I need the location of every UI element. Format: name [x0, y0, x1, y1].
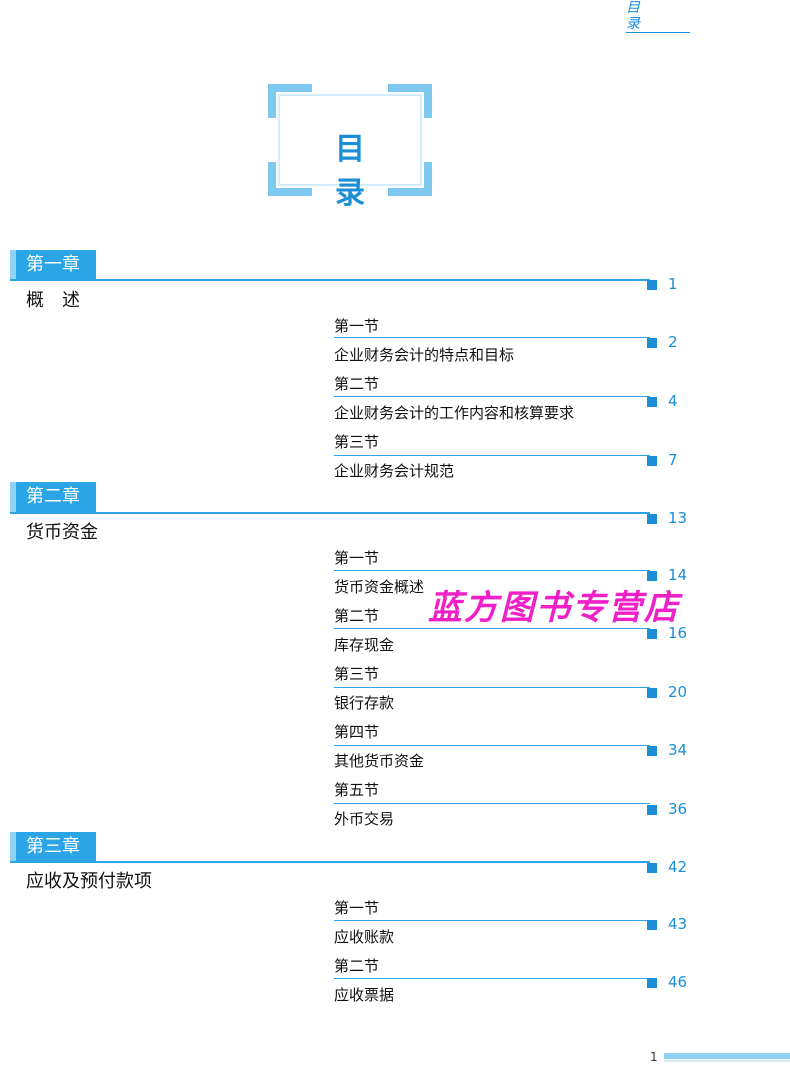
bullet-icon — [647, 688, 657, 698]
page-number: 7 — [668, 451, 678, 469]
section-title: 应收账款 — [334, 928, 395, 946]
section-label: 第一节 — [334, 899, 380, 917]
bullet-icon — [647, 746, 657, 756]
chapter-badge: 第二章 — [10, 482, 96, 512]
page-number: 13 — [668, 509, 688, 527]
page-number: 16 — [668, 624, 688, 642]
page-number: 4 — [668, 392, 678, 410]
section-label: 第四节 — [334, 723, 380, 741]
section-rule — [334, 920, 650, 921]
section-rule — [334, 803, 650, 804]
section-title: 应收票据 — [334, 986, 395, 1004]
section-title: 银行存款 — [334, 694, 395, 712]
page-number: 20 — [668, 683, 688, 701]
bullet-icon — [647, 338, 657, 348]
page-number: 43 — [668, 915, 688, 933]
section-label: 第五节 — [334, 781, 380, 799]
page-number: 14 — [668, 566, 688, 584]
bullet-icon — [647, 920, 657, 930]
section-rule — [334, 396, 650, 397]
chapter-rule — [10, 279, 650, 281]
section-label: 第三节 — [334, 665, 380, 683]
folio-bar — [664, 1060, 790, 1062]
section-rule — [334, 628, 650, 629]
bullet-icon — [647, 571, 657, 581]
chapter-rule — [10, 512, 650, 514]
section-rule — [334, 455, 650, 456]
page-number: 1 — [668, 275, 678, 293]
section-rule — [334, 745, 650, 746]
section-label: 第一节 — [334, 549, 380, 567]
section-title: 企业财务会计规范 — [334, 462, 455, 480]
bullet-icon — [647, 805, 657, 815]
page-number: 42 — [668, 858, 688, 876]
section-rule — [334, 687, 650, 688]
bullet-icon — [647, 456, 657, 466]
section-title: 外币交易 — [334, 810, 395, 828]
section-title: 其他货币资金 — [334, 752, 425, 770]
page-number: 36 — [668, 800, 688, 818]
chapter-title: 应收及预付款项 — [26, 871, 152, 892]
section-rule — [334, 978, 650, 979]
chapter-title: 概 述 — [26, 290, 80, 311]
section-title: 库存现金 — [334, 636, 395, 654]
page-folio: 1 — [650, 1050, 658, 1064]
folio-bar — [664, 1053, 790, 1059]
section-title: 企业财务会计的工作内容和核算要求 — [334, 404, 575, 422]
page-title: 目 录 — [335, 132, 391, 211]
page-number: 2 — [668, 333, 678, 351]
bullet-icon — [647, 397, 657, 407]
section-title: 货币资金概述 — [334, 578, 425, 596]
bullet-icon — [647, 978, 657, 988]
bullet-icon — [647, 514, 657, 524]
toc-title-frame: 目 录 — [268, 84, 432, 211]
bullet-icon — [647, 629, 657, 639]
section-label: 第二节 — [334, 375, 380, 393]
chapter-badge: 第三章 — [10, 832, 96, 862]
section-title: 企业财务会计的特点和目标 — [334, 346, 515, 364]
store-watermark: 蓝方图书专营店 — [428, 588, 680, 628]
page-number: 34 — [668, 741, 688, 759]
section-label: 第一节 — [334, 317, 380, 335]
section-rule — [334, 570, 650, 571]
section-label: 第三节 — [334, 433, 380, 451]
bullet-icon — [647, 863, 657, 873]
section-label: 第二节 — [334, 957, 380, 975]
running-header: 目 录 — [626, 0, 690, 33]
chapter-badge: 第一章 — [10, 250, 96, 280]
chapter-title: 货币资金 — [26, 522, 98, 543]
bullet-icon — [647, 280, 657, 290]
section-label: 第二节 — [334, 607, 380, 625]
section-rule — [334, 337, 650, 338]
chapter-rule — [10, 861, 650, 863]
page-number: 46 — [668, 973, 688, 991]
